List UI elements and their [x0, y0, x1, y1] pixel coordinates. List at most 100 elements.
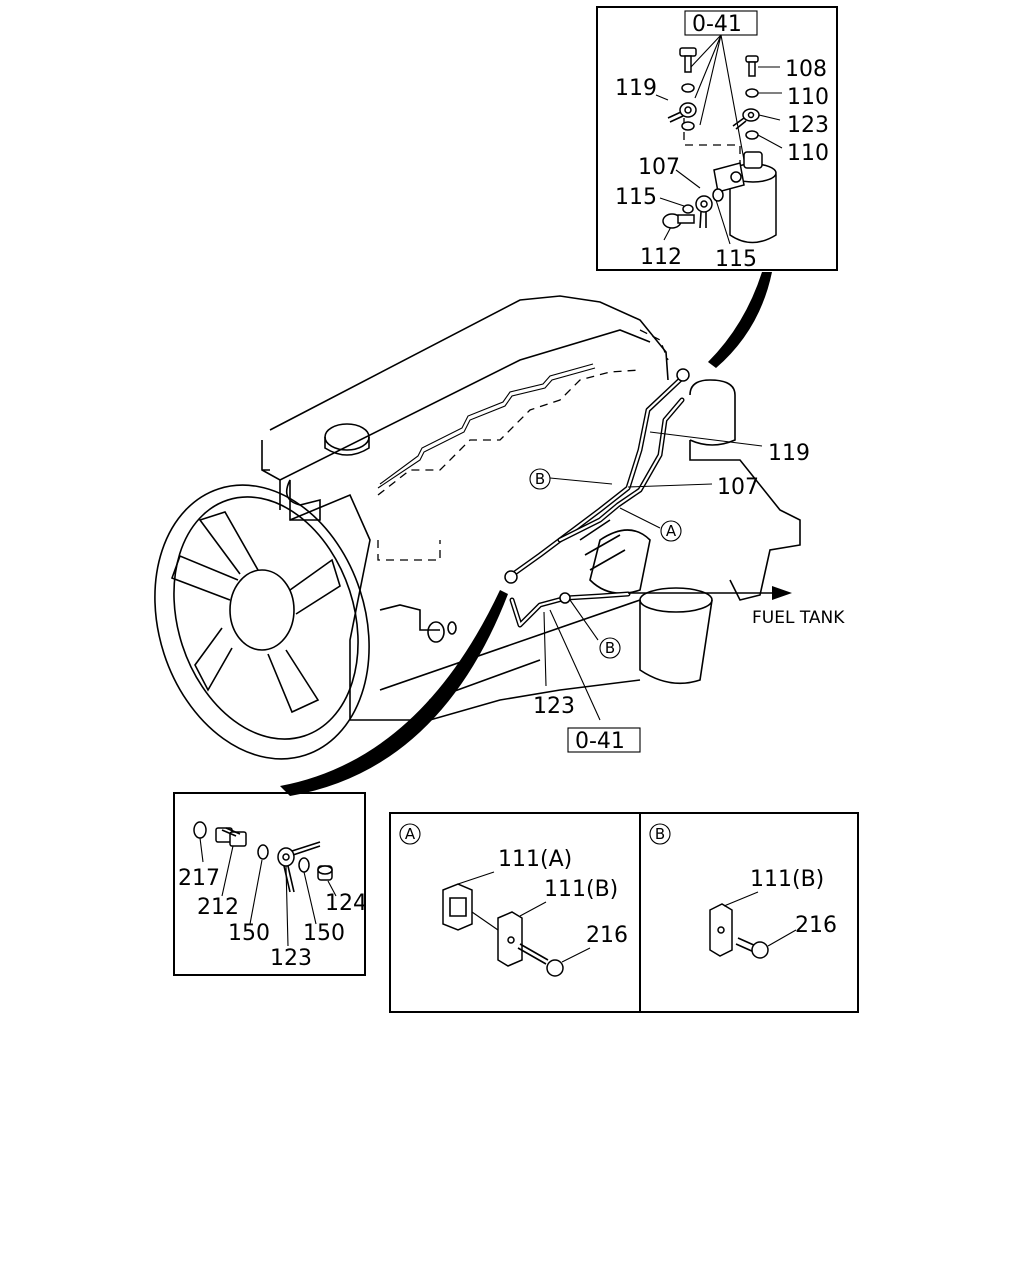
cooler-fitting: [427, 621, 445, 643]
detail-b-label-111b: 111(B): [750, 867, 824, 892]
label-150a: 150: [228, 921, 270, 946]
marker-b-circle-1: [529, 468, 551, 490]
clip-joint: [559, 592, 571, 604]
washer-115-icon: [682, 204, 694, 214]
label-123: 123: [787, 113, 829, 138]
washer-110-icon: [745, 88, 759, 98]
label-217: 217: [178, 866, 220, 891]
fan-icon: [154, 484, 370, 760]
detail-a-label-216: 216: [586, 923, 628, 948]
manifold-dashed: [377, 369, 641, 496]
pump-fitting-inset: 217 212 150 123 150 124: [173, 792, 367, 976]
ref-box-bottom: [567, 727, 641, 753]
washer-icon: [681, 83, 695, 93]
fuel-tank-label: FUEL TANK: [752, 608, 845, 628]
label-110b: 110: [787, 141, 829, 166]
ref-label-bottom: 0-41: [575, 729, 625, 754]
washer-icon: [681, 121, 695, 131]
washer-217-icon: [193, 821, 207, 839]
engine-head-outline: [269, 295, 669, 431]
engine-bottom: [350, 679, 641, 721]
engine-head-edge: [262, 469, 281, 510]
clip-detail-panels: A 111(A) 111(B) 216 B 111(B) 2: [389, 812, 859, 1013]
main-label-107: 107: [717, 475, 759, 500]
ref-label-top: 0-41: [692, 12, 742, 37]
marker-b-label-1: B: [535, 470, 545, 488]
oil-filter-icon: [639, 599, 713, 685]
arrow-head-icon: [772, 586, 792, 600]
engine-head-lower: [261, 329, 651, 481]
manifold-lower-dashed: [377, 540, 441, 561]
detail-a-label-111b: 111(B): [544, 877, 618, 902]
clip-111b-detail-icon: [709, 903, 733, 957]
label-110a: 110: [787, 85, 829, 110]
oil-filter-top: [639, 587, 713, 613]
bolt-108-icon: [745, 55, 759, 77]
detail-b-label-216: 216: [795, 913, 837, 938]
fuel-filter-inset-frame: [596, 6, 838, 271]
filter-cap-right: [689, 379, 736, 446]
injector-line-2: [379, 363, 594, 485]
clip-111b-icon: [497, 911, 523, 967]
detail-a-label-111a: 111(A): [498, 847, 572, 872]
port-left: [285, 479, 321, 521]
label-108: 108: [785, 57, 827, 82]
pipe-joint-top: [676, 368, 690, 382]
label-212: 212: [197, 895, 239, 920]
inset-leaders: [199, 837, 337, 947]
washer-150a-icon: [257, 844, 269, 860]
detail-a-marker-circle: [399, 823, 421, 845]
pump-detail: [579, 519, 626, 571]
cooler-fitting-2: [447, 621, 457, 635]
eye-joint-icon: [667, 102, 697, 123]
eye-joint-123-icon: [732, 108, 760, 130]
detail-a-marker: A: [405, 825, 416, 843]
label-107: 107: [638, 155, 680, 180]
engine-side-line: [379, 599, 641, 691]
label-112: 112: [640, 245, 682, 270]
fuel-filter-icon: [713, 151, 777, 244]
part-leaders: [655, 66, 783, 245]
clip-111a-icon: [442, 883, 473, 931]
fuel-pipe-107: [557, 397, 685, 543]
fuel-filter-inset: 0-41: [596, 6, 838, 272]
label-115a: 115: [615, 185, 657, 210]
washer-150b-icon: [298, 857, 310, 873]
bolt-216-icon: [517, 943, 564, 977]
label-124: 124: [325, 891, 367, 916]
engine-illustration: FUEL TANK 119 107 123 B A B 0-41: [154, 295, 845, 760]
marker-b-circle-2: [599, 637, 621, 659]
eye-joint-107-icon: [695, 195, 713, 229]
bolt-216b-icon: [735, 937, 769, 959]
detail-b-marker: B: [655, 825, 665, 843]
clip-connect: [471, 911, 499, 931]
marker-a-circle: [660, 520, 682, 542]
main-label-123: 123: [533, 694, 575, 719]
label-123b: 123: [270, 946, 312, 971]
detail-a-leaders: [457, 871, 591, 963]
main-leaders: [543, 431, 763, 721]
washer-110b-icon: [745, 130, 759, 140]
bolt-small-icon: [679, 47, 697, 73]
oil-cap-side: [324, 437, 370, 456]
label-119: 119: [615, 76, 657, 101]
clip-detail-frame: [389, 812, 859, 1013]
marker-a-label: A: [666, 522, 677, 540]
detail-b-marker-circle: [649, 823, 671, 845]
label-115b: 115: [715, 247, 757, 272]
main-label-119: 119: [768, 441, 810, 466]
pump-fitting-inset-frame: [173, 792, 366, 976]
label-150b: 150: [303, 921, 345, 946]
fitting-212-icon: [215, 827, 247, 847]
oil-cooler-pipe: [379, 604, 440, 631]
pump-body: [589, 529, 651, 595]
injector-line-1: [377, 367, 596, 489]
detail-b-leaders: [723, 891, 797, 947]
callout-swoosh-top: [708, 272, 772, 368]
plug-124-icon: [317, 865, 333, 881]
right-housing: [689, 440, 801, 601]
washer-115b-icon: [712, 188, 724, 202]
ref-leaders: [689, 34, 745, 161]
bolt-112-icon: [662, 213, 695, 229]
